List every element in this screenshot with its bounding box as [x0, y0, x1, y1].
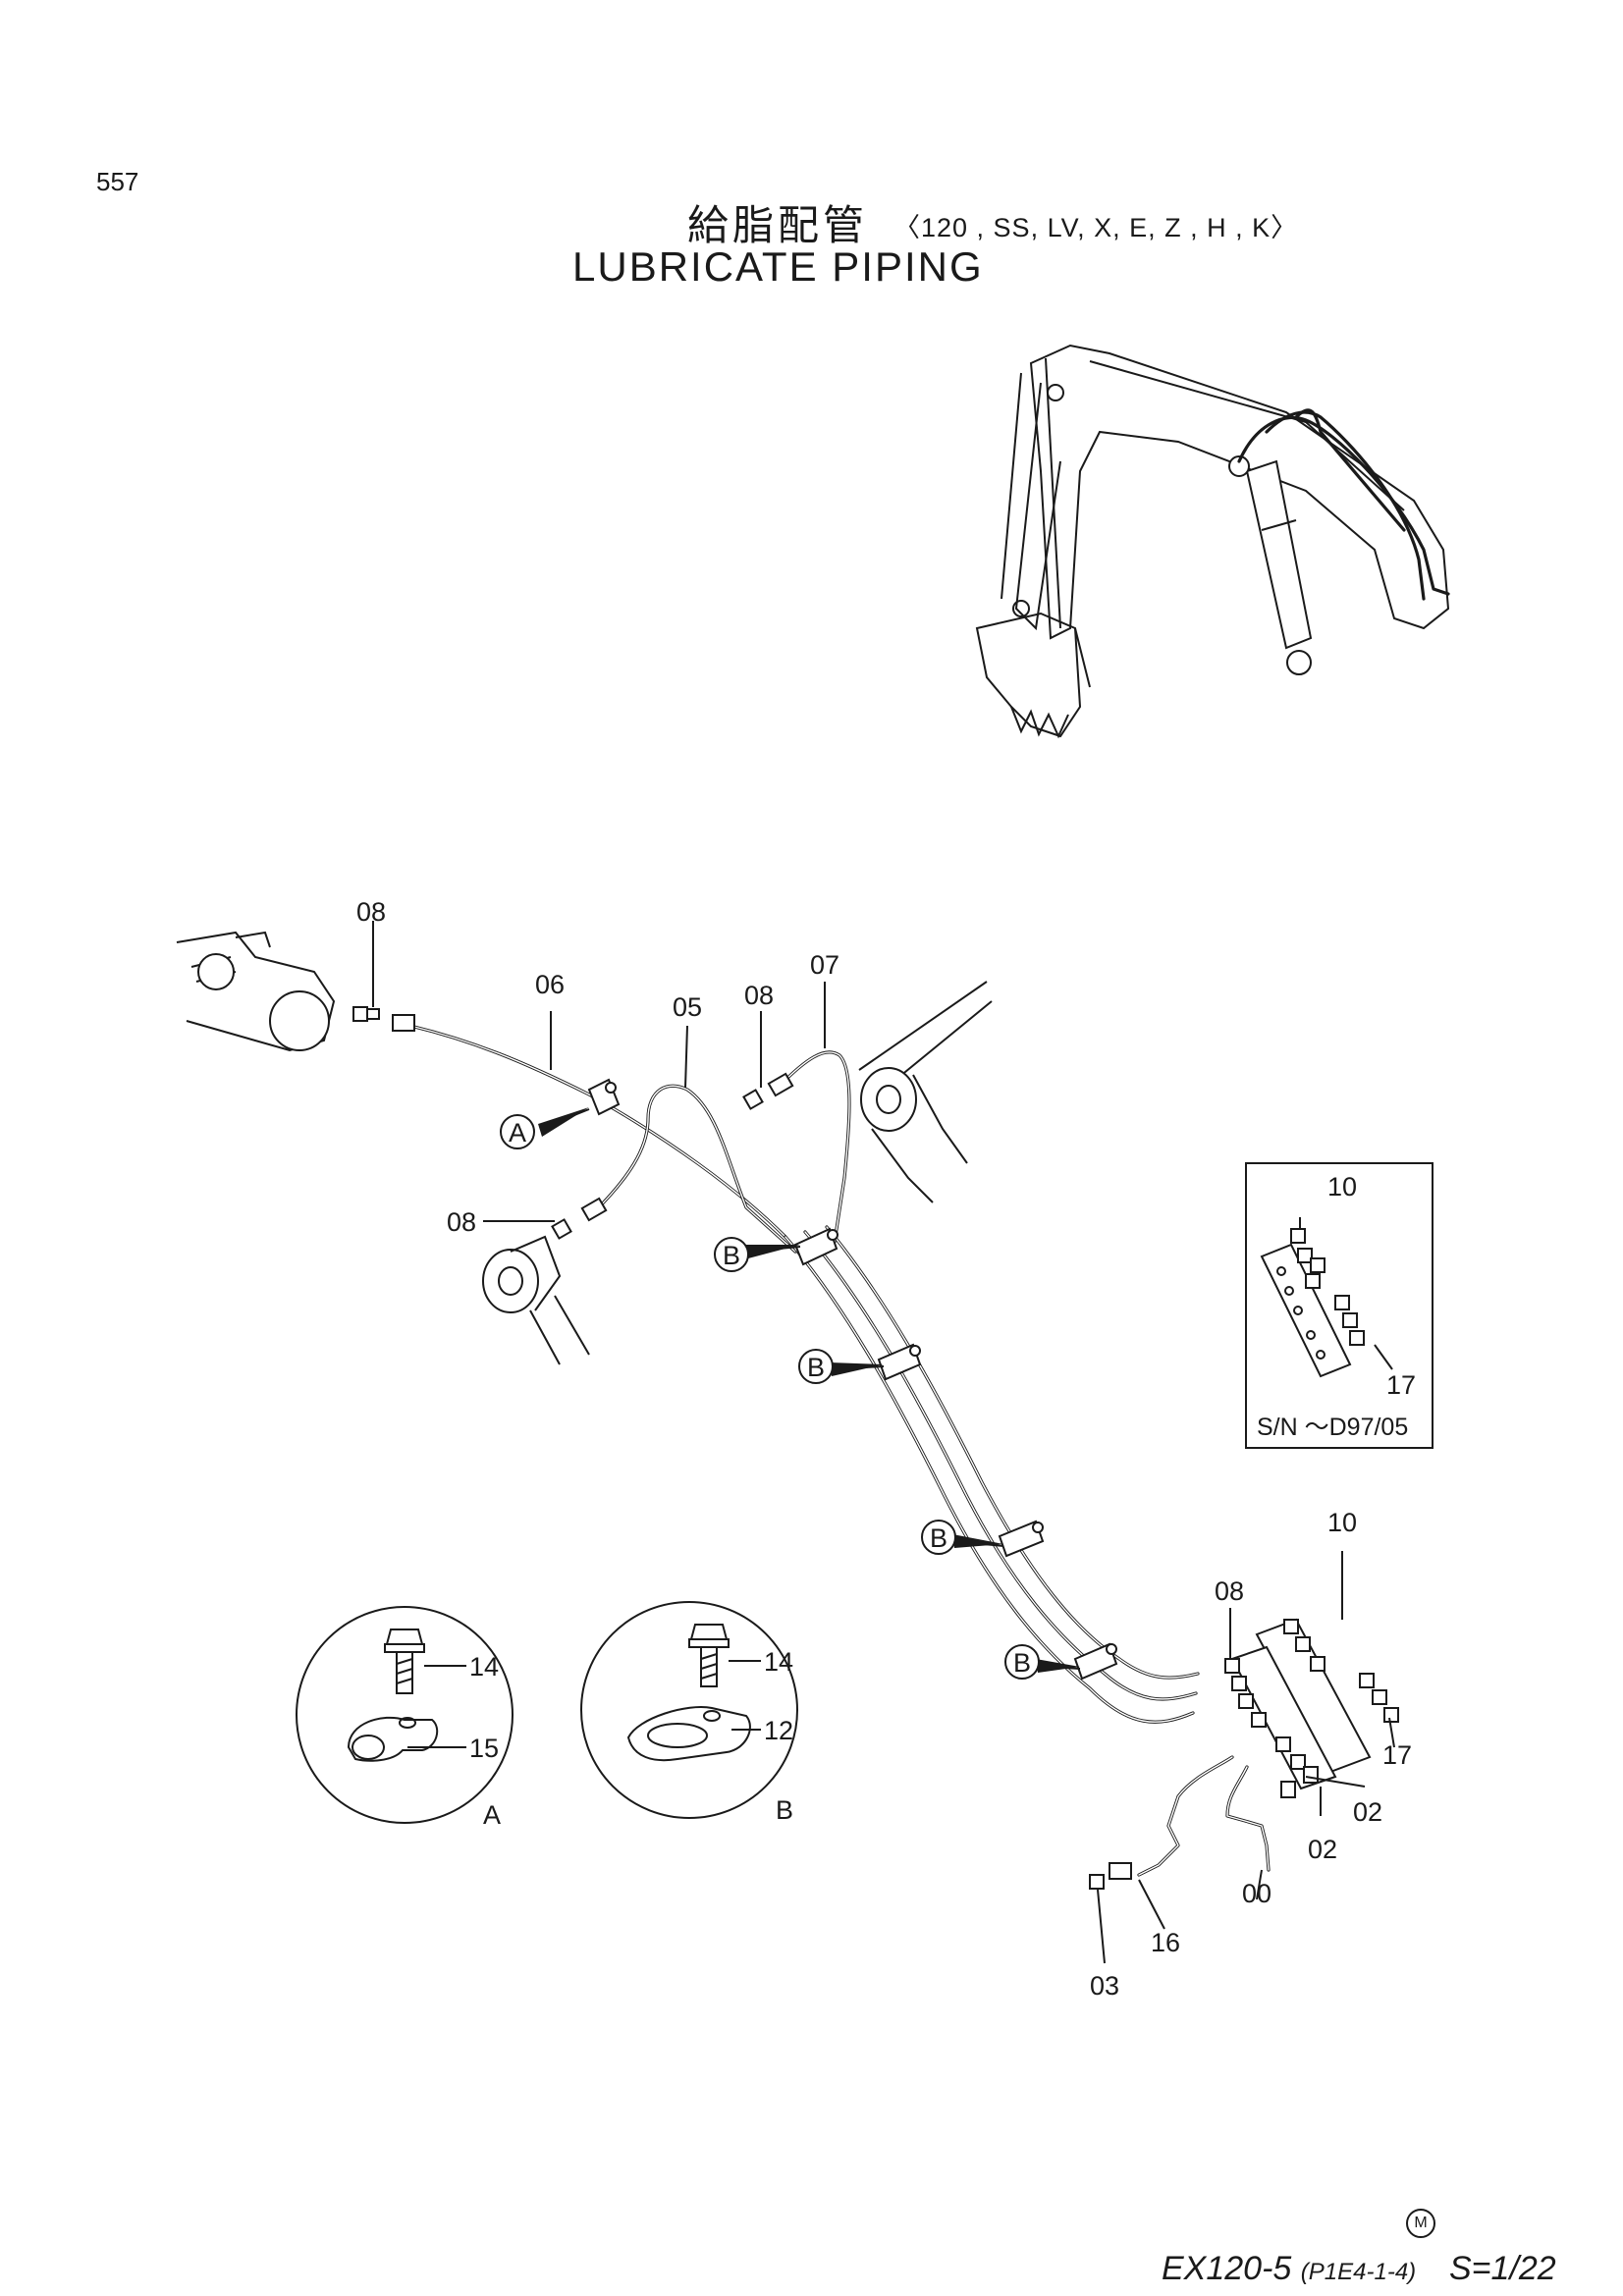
label-02-b: 02 — [1308, 1835, 1337, 1864]
label-08-main: 08 — [1215, 1576, 1244, 1606]
inset-serial-range: S/N ～D97/05 — [1257, 1414, 1408, 1441]
clamp-b-2 — [877, 1343, 922, 1381]
footer-scale: S=1/22 — [1449, 2250, 1556, 2287]
clamp-b-1 — [793, 1227, 839, 1266]
label-16: 16 — [1151, 1928, 1180, 1957]
label-07: 07 — [810, 950, 839, 980]
revision-mark: M — [1406, 2209, 1435, 2238]
main-piping-assembly: A B B B B 08 06 05 08 07 08 10 08 17 02 … — [176, 897, 1412, 2001]
label-17-main: 17 — [1382, 1740, 1412, 1770]
title-model-variants: 〈120 , SS, LV, X, E, Z , H , K〉 — [893, 213, 1299, 242]
label-00: 00 — [1242, 1879, 1271, 1908]
detail-b: 14 12 B — [580, 1601, 798, 1825]
excavator-overview-illustration — [975, 344, 1450, 739]
label-06: 06 — [535, 970, 565, 999]
callout-b-2: B — [807, 1353, 825, 1382]
grease-fitting-08-mid — [742, 1072, 794, 1110]
footer-drawing-code: (P1E4-1-4) — [1300, 2259, 1417, 2285]
label-14-b: 14 — [764, 1647, 793, 1677]
inset-label-17: 17 — [1386, 1370, 1416, 1400]
page-number: 557 — [96, 167, 139, 196]
label-08-left: 08 — [447, 1207, 476, 1237]
label-12: 12 — [764, 1716, 793, 1745]
callout-b-3: B — [930, 1523, 947, 1553]
serial-inset: 10 17 S/N ～D97/05 — [1245, 1162, 1434, 1449]
inset-fitting-stack-upper — [1290, 1228, 1365, 1346]
footer-model-name: EX120-5 — [1162, 2250, 1292, 2287]
label-02-a: 02 — [1353, 1797, 1382, 1827]
footer-model: EX120-5 (P1E4-1-4) — [1162, 2250, 1416, 2288]
label-14-a: 14 — [469, 1652, 499, 1682]
lube-manifold — [1224, 1618, 1399, 1790]
label-08-top: 08 — [356, 897, 386, 927]
detail-a-label: A — [483, 1800, 501, 1830]
detail-a: 14 15 A — [296, 1606, 514, 1830]
title-english: LUBRICATE PIPING — [572, 243, 984, 290]
clamp-b-4 — [1073, 1642, 1118, 1681]
clamp-b-3 — [998, 1520, 1045, 1558]
clamp-a — [587, 1078, 621, 1116]
callout-b-4: B — [1013, 1648, 1031, 1678]
callout-b-1: B — [723, 1241, 740, 1270]
label-05: 05 — [673, 992, 702, 1022]
title-japanese: 給脂配管 — [687, 201, 869, 249]
callout-a-main: A — [509, 1118, 526, 1148]
grease-fitting-08-top — [352, 1006, 415, 1032]
label-15: 15 — [469, 1734, 499, 1763]
detail-b-label: B — [776, 1795, 793, 1825]
label-10-main: 10 — [1327, 1508, 1357, 1537]
inset-label-10: 10 — [1327, 1172, 1357, 1201]
grease-fitting-08-left — [551, 1197, 608, 1240]
label-03: 03 — [1090, 1971, 1119, 2001]
label-08-mid: 08 — [744, 981, 774, 1010]
